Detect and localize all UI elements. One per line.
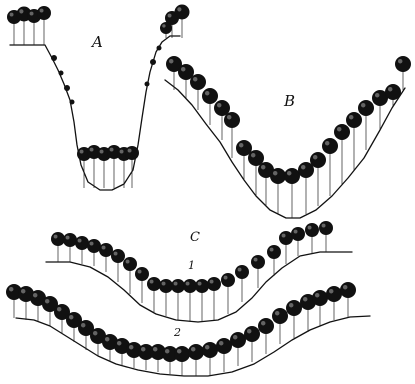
tree xyxy=(319,221,333,252)
profile-a-top-right-trees xyxy=(160,5,190,39)
tree xyxy=(326,286,342,320)
tree xyxy=(216,338,232,372)
tree xyxy=(75,236,89,264)
tree xyxy=(284,168,300,218)
tree xyxy=(188,344,204,376)
tree xyxy=(298,162,314,214)
tree xyxy=(174,346,190,376)
label-a: A xyxy=(90,33,103,51)
tree xyxy=(340,282,356,318)
tree xyxy=(230,332,246,366)
label-c1: 1 xyxy=(188,259,195,272)
tree xyxy=(244,326,260,362)
tree xyxy=(258,318,274,354)
tree xyxy=(286,300,302,338)
tree xyxy=(207,277,221,320)
label-b: B xyxy=(283,92,295,110)
tree xyxy=(123,257,137,294)
tree xyxy=(171,279,185,320)
tree xyxy=(279,231,293,264)
tree xyxy=(346,112,362,170)
tree xyxy=(37,6,51,45)
tree xyxy=(221,273,235,314)
label-c: C xyxy=(190,230,200,245)
profile-a-ground xyxy=(10,36,180,190)
tree xyxy=(135,267,149,303)
tree xyxy=(270,168,286,214)
label-c2: 2 xyxy=(173,326,181,339)
profile-b: B xyxy=(165,56,411,218)
tree xyxy=(99,243,113,272)
tree xyxy=(147,277,161,312)
tree xyxy=(183,279,197,322)
tree xyxy=(18,286,34,320)
tree xyxy=(125,146,139,188)
profile-c2: 2 xyxy=(6,282,370,376)
profile-a-valley-floor-trees xyxy=(77,145,139,188)
profile-a-top-left-trees xyxy=(7,6,51,45)
tree xyxy=(385,84,401,106)
tree xyxy=(372,90,388,130)
tree xyxy=(111,249,125,282)
tree xyxy=(395,56,411,90)
tree xyxy=(51,232,65,262)
profile-c2-trees xyxy=(6,282,356,376)
tree xyxy=(63,233,77,262)
tree xyxy=(322,138,338,196)
tree xyxy=(235,265,249,302)
tree xyxy=(258,162,274,206)
tree xyxy=(202,342,218,376)
tree xyxy=(159,279,173,316)
tree xyxy=(195,279,209,322)
tree xyxy=(272,308,288,344)
profile-b-slope-trees xyxy=(166,56,411,218)
tree xyxy=(291,227,305,256)
profile-a: A xyxy=(7,5,190,191)
tree xyxy=(310,152,326,206)
tree xyxy=(251,255,265,288)
tree xyxy=(305,223,319,254)
tree xyxy=(87,239,101,266)
tree xyxy=(358,100,374,150)
tree xyxy=(334,124,350,184)
tree xyxy=(6,284,22,318)
tree xyxy=(312,290,328,326)
